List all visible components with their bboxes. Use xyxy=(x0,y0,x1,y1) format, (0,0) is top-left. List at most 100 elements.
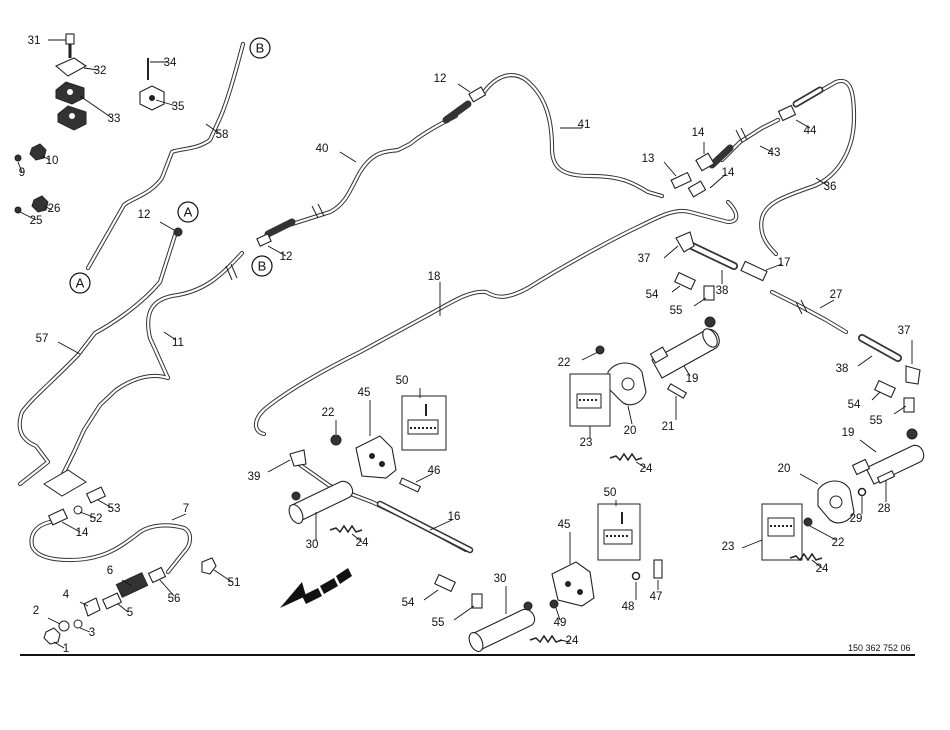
callout-c1: 1 xyxy=(63,643,69,655)
callout-c12b: 12 xyxy=(280,251,293,263)
leader-c16 xyxy=(429,519,453,531)
fitting-54c xyxy=(433,573,457,593)
callout-c26: 26 xyxy=(48,203,61,215)
hose-40 xyxy=(264,218,296,238)
callout-c23b: 23 xyxy=(722,541,735,553)
callout-c24b: 24 xyxy=(356,537,369,549)
callout-c4: 4 xyxy=(63,589,70,601)
callout-c35: 35 xyxy=(172,101,185,113)
hose-43 xyxy=(708,144,734,169)
leader-c51 xyxy=(213,569,233,583)
callout-c14a: 14 xyxy=(692,127,705,139)
callout-c11: 11 xyxy=(172,337,184,349)
callout-c7: 7 xyxy=(183,503,189,515)
leader-c55b xyxy=(893,405,907,415)
callout-c50b: 50 xyxy=(604,487,617,499)
washer-25 xyxy=(14,206,22,214)
callout-c20a: 20 xyxy=(624,425,637,437)
leader-c12c xyxy=(457,83,471,93)
coupling-6 xyxy=(115,572,149,598)
callout-c45a: 45 xyxy=(358,387,371,399)
elbow-37b xyxy=(905,365,921,385)
leader-c32 xyxy=(83,67,99,71)
callout-c45b: 45 xyxy=(558,519,571,531)
leader-c14b xyxy=(709,173,727,189)
leader-c22c xyxy=(809,525,837,541)
clamp-plate-32 xyxy=(54,57,88,77)
tee-17 xyxy=(740,260,768,282)
leader-c7 xyxy=(171,513,187,521)
callout-c22c: 22 xyxy=(832,537,845,549)
bolt-21 xyxy=(666,383,688,399)
leader-c54b xyxy=(871,391,881,401)
callout-c13: 13 xyxy=(642,153,655,165)
leader-c35 xyxy=(155,99,177,107)
callout-c31: 31 xyxy=(28,35,41,47)
callout-c9: 9 xyxy=(19,167,25,179)
fitting-54a xyxy=(673,271,697,291)
callout-c56: 56 xyxy=(168,593,181,605)
nut-26 xyxy=(31,195,49,213)
callout-c28: 28 xyxy=(878,503,891,515)
bolt-46 xyxy=(398,477,422,493)
connector-A-1: B xyxy=(249,37,271,59)
callout-c30a: 30 xyxy=(306,539,319,551)
leader-c9 xyxy=(17,161,23,173)
fitting-56 xyxy=(147,566,167,584)
callout-c24c: 24 xyxy=(816,563,829,575)
leader-c36 xyxy=(815,177,829,187)
leader-c4 xyxy=(79,601,89,607)
cylinder-30a xyxy=(288,480,354,524)
nut-22b xyxy=(330,434,342,446)
leader-c24d xyxy=(559,639,571,643)
leader-c12a xyxy=(159,221,175,231)
leader-c24b xyxy=(351,533,363,543)
pipe-57 xyxy=(17,229,179,487)
bolt-47 xyxy=(653,559,663,579)
callout-c54c: 54 xyxy=(402,597,415,609)
leader-c6 xyxy=(121,579,133,587)
leader-c14c xyxy=(61,521,81,533)
callout-c19b: 19 xyxy=(842,427,855,439)
pipe-break-marks xyxy=(225,127,808,315)
callout-c6: 6 xyxy=(107,565,113,577)
fitting-13 xyxy=(670,171,693,190)
callout-c55c: 55 xyxy=(432,617,445,629)
fitting-14c xyxy=(47,508,69,526)
callout-c23a: 23 xyxy=(580,437,593,449)
callout-c38a: 38 xyxy=(716,285,729,297)
decal-23a xyxy=(569,373,611,427)
pipe-36 xyxy=(759,78,857,257)
callout-c37a: 37 xyxy=(638,253,651,265)
union-12c xyxy=(468,86,487,103)
callout-c55a: 55 xyxy=(670,305,683,317)
callout-c38b: 38 xyxy=(836,363,849,375)
callout-c22b: 22 xyxy=(322,407,335,419)
leader-c20a xyxy=(627,405,633,425)
svg-text:B: B xyxy=(256,41,265,56)
cap-51 xyxy=(201,557,217,575)
decal-50a xyxy=(401,395,447,451)
fitting-14a xyxy=(695,152,715,172)
callout-c39: 39 xyxy=(248,471,261,483)
nut-1 xyxy=(43,627,61,645)
washer-29 xyxy=(857,487,867,497)
leader-c12b xyxy=(267,245,287,257)
callout-c54b: 54 xyxy=(848,399,861,411)
pipe-40 xyxy=(283,113,459,229)
document-id: 150 362 752 06 xyxy=(848,643,911,653)
leader-c24a xyxy=(635,461,647,469)
nut-22c xyxy=(803,517,813,527)
callout-c30b: 30 xyxy=(494,573,507,585)
callout-c52: 52 xyxy=(90,513,103,525)
callout-c10: 10 xyxy=(46,155,59,167)
callout-c43: 43 xyxy=(768,147,781,159)
union-12b xyxy=(256,233,272,247)
leader-c25 xyxy=(19,211,37,221)
connector-B-2: B xyxy=(251,255,273,277)
decal-insert xyxy=(43,469,87,497)
decal-23b xyxy=(761,503,803,561)
washer-3 xyxy=(73,619,83,629)
fitting-53 xyxy=(85,486,107,504)
